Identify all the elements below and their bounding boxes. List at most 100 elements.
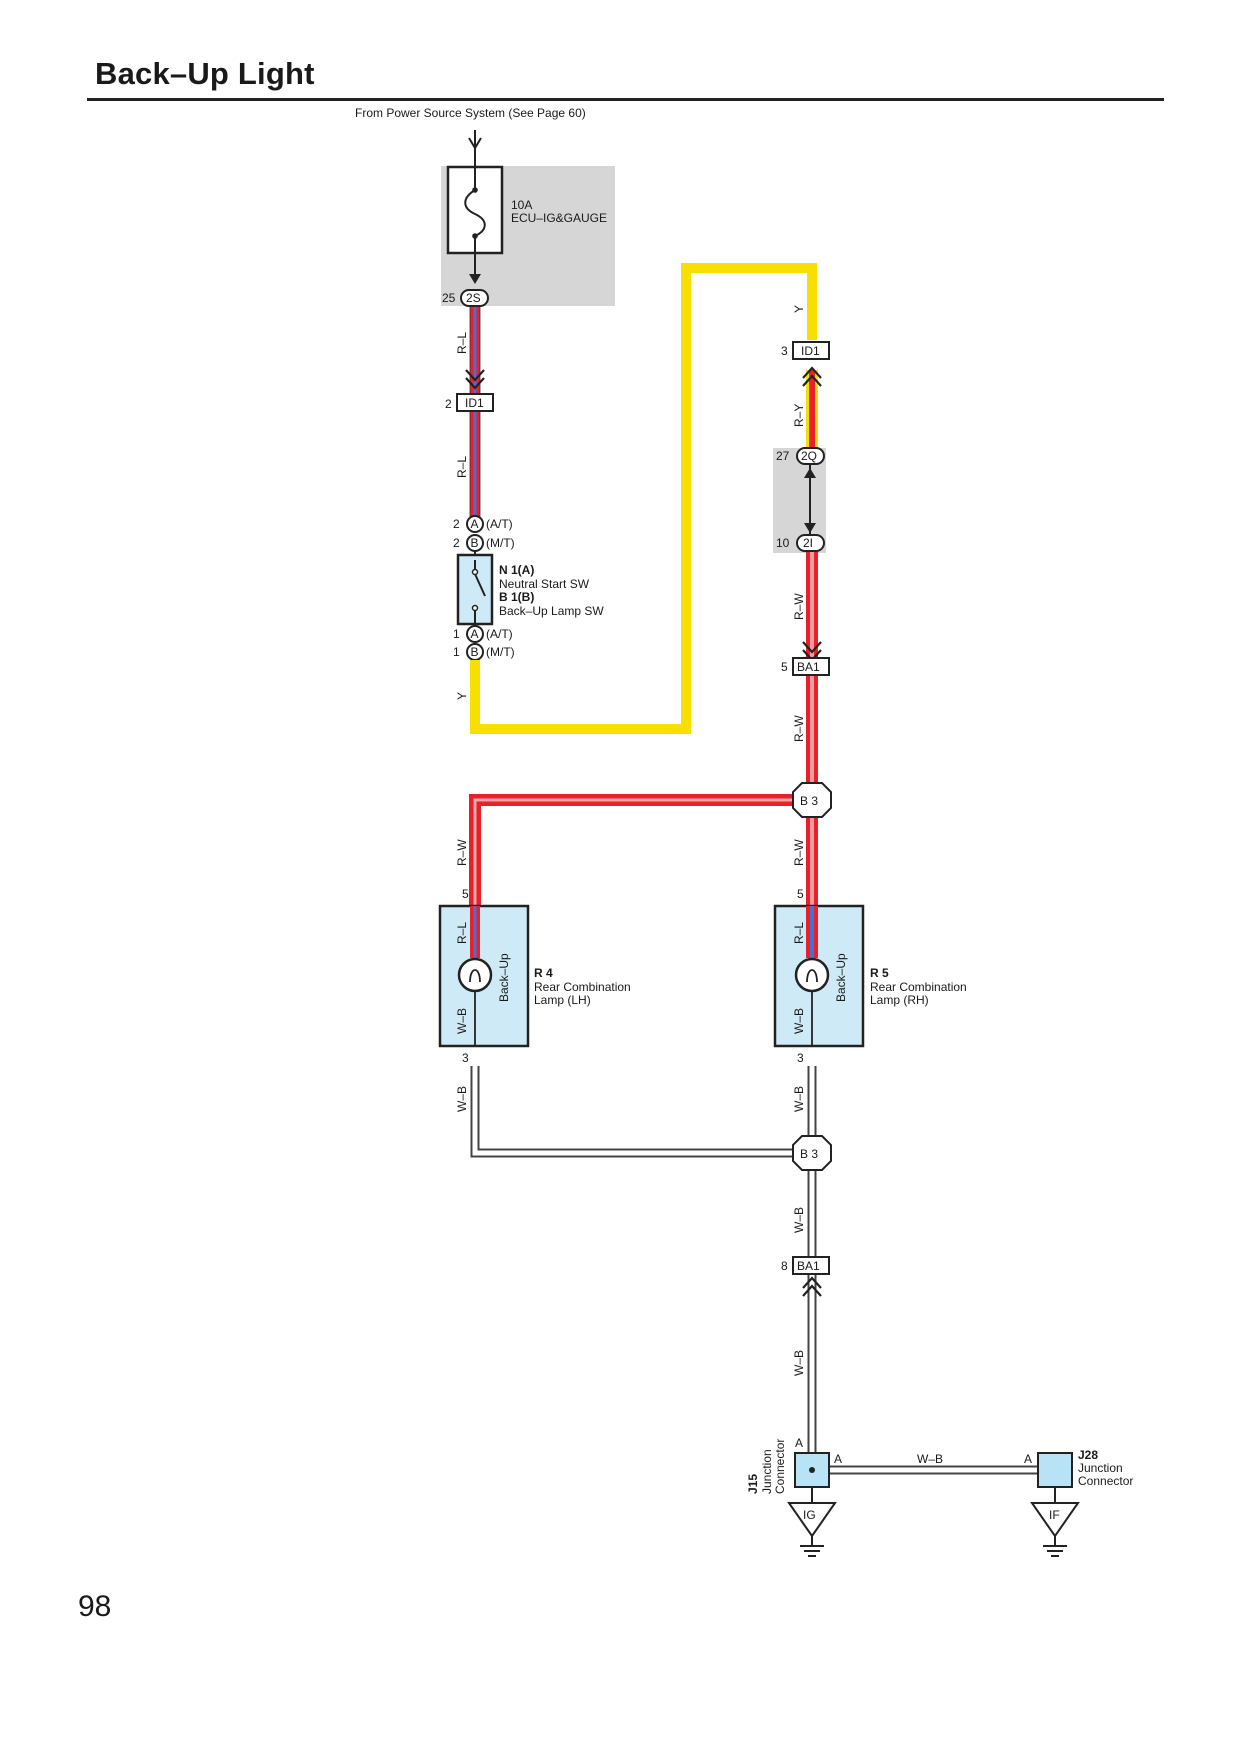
wire-label-wb-left: W–B: [455, 1086, 469, 1112]
svg-text:B 3: B 3: [800, 794, 818, 808]
wire-rw-horizontal: [469, 794, 808, 910]
svg-text:R–L: R–L: [792, 922, 806, 944]
switch-id-b: B 1(B): [499, 590, 534, 604]
svg-text:(A/T): (A/T): [486, 627, 513, 641]
wire-label-ry: R–Y: [792, 404, 806, 427]
svg-text:10: 10: [776, 536, 790, 550]
svg-text:A: A: [471, 517, 479, 531]
svg-text:2I: 2I: [803, 536, 813, 550]
svg-text:Back–Up: Back–Up: [834, 953, 848, 1002]
svg-text:5: 5: [462, 887, 469, 901]
svg-text:3: 3: [797, 1051, 804, 1065]
svg-text:3: 3: [462, 1051, 469, 1065]
j28-id: J28: [1078, 1448, 1098, 1462]
svg-text:2: 2: [453, 536, 460, 550]
wire-label-rw-right: R–W: [792, 839, 806, 866]
j28-name-2: Connector: [1078, 1474, 1133, 1488]
svg-text:BA1: BA1: [797, 1259, 820, 1273]
connector-ba1-top: 5 BA1: [781, 641, 830, 676]
junction-connector-j15: A A IG: [787, 1436, 842, 1557]
wire-label-y-right: Y: [792, 305, 806, 313]
fuse-name: ECU–IG&GAUGE: [511, 211, 607, 225]
wire-label-wb-horiz: W–B: [917, 1452, 943, 1466]
svg-text:3: 3: [781, 344, 788, 358]
svg-text:2S: 2S: [466, 291, 481, 305]
svg-text:5: 5: [781, 660, 788, 674]
connector-id1-left: 2 ID1: [445, 369, 494, 412]
wire-label-rw-2: R–W: [792, 715, 806, 742]
svg-text:(M/T): (M/T): [486, 645, 515, 659]
svg-text:B 3: B 3: [800, 1147, 818, 1161]
switch-id-a: N 1(A): [499, 563, 534, 577]
lamp-lh-name-1: Rear Combination: [534, 980, 631, 994]
svg-text:A: A: [834, 1452, 842, 1466]
svg-text:BA1: BA1: [797, 660, 820, 674]
lamp-rh-name-2: Lamp (RH): [870, 993, 929, 1007]
rear-combination-lamp-lh: 5 R–L W–B Back–Up 3: [438, 887, 530, 1065]
svg-text:2: 2: [445, 397, 452, 411]
lamp-lh-id: R 4: [534, 966, 553, 980]
svg-text:W–B: W–B: [792, 1008, 806, 1034]
connector-b3-top: B 3: [792, 782, 832, 818]
svg-text:A: A: [1024, 1452, 1032, 1466]
svg-text:(M/T): (M/T): [486, 536, 515, 550]
wire-rl-left: [469, 306, 481, 528]
svg-text:B: B: [471, 645, 479, 659]
svg-text:ID1: ID1: [801, 344, 820, 358]
title-rule: [87, 98, 1164, 101]
internal-link: [804, 464, 816, 538]
svg-text:25: 25: [442, 291, 456, 305]
connector-id1-right: 3 ID1: [781, 341, 830, 360]
svg-text:5: 5: [797, 887, 804, 901]
svg-text:1: 1: [453, 645, 460, 659]
connector-ba1-bottom: 8 BA1: [781, 1256, 830, 1297]
svg-text:1: 1: [453, 627, 460, 641]
neutral-start-switch: 2 A (A/T) 2 B (M/T) 1 A (A/T) 1 B (M/T): [453, 515, 515, 661]
wire-label-y-left: Y: [455, 692, 469, 700]
junction-connector-j28: A IF: [1024, 1452, 1080, 1557]
wire-rw-right-main: [806, 552, 818, 910]
wire-label-wb-right: W–B: [792, 1086, 806, 1112]
connector-b3-bottom: B 3: [792, 1135, 832, 1171]
svg-text:IF: IF: [1049, 1508, 1060, 1522]
page-title: Back–Up Light: [95, 56, 315, 91]
svg-text:8: 8: [781, 1259, 788, 1273]
lamp-rh-name-1: Rear Combination: [870, 980, 967, 994]
power-input-arrow: [468, 130, 482, 150]
source-note: From Power Source System (See Page 60): [355, 106, 586, 120]
j15-id: J15: [746, 1474, 760, 1494]
svg-text:A: A: [471, 627, 479, 641]
svg-text:R–L: R–L: [455, 922, 469, 944]
svg-text:27: 27: [776, 449, 790, 463]
lamp-rh-id: R 5: [870, 966, 889, 980]
wire-label-wb-4: W–B: [792, 1350, 806, 1376]
svg-text:2Q: 2Q: [801, 449, 817, 463]
connector-2i: 10 2I: [776, 534, 825, 552]
svg-text:B: B: [471, 536, 479, 550]
svg-text:(A/T): (A/T): [486, 517, 513, 531]
svg-text:2: 2: [453, 517, 460, 531]
svg-text:ID1: ID1: [465, 396, 484, 410]
j15-name-2: Connector: [773, 1439, 787, 1494]
wire-label-wb-3: W–B: [792, 1207, 806, 1233]
fuse-rating: 10A: [511, 198, 532, 212]
svg-text:A: A: [795, 1436, 803, 1450]
wire-label-rw-1: R–W: [792, 593, 806, 620]
switch-name-a: Neutral Start SW: [499, 577, 590, 591]
wire-wb-ground: [470, 1066, 1040, 1475]
wire-label-rl-2: R–L: [455, 456, 469, 478]
page-number: 98: [78, 1590, 112, 1623]
wire-ry: [802, 366, 822, 450]
wire-label-rw-left: R–W: [455, 839, 469, 866]
switch-name-b: Back–Up Lamp SW: [499, 604, 604, 618]
j15-name-1: Junction: [760, 1449, 774, 1494]
fuse: [446, 148, 504, 284]
connector-2s: 25 2S: [442, 289, 489, 307]
connector-2q: 27 2Q: [776, 447, 825, 465]
svg-text:IG: IG: [803, 1508, 816, 1522]
wire-yellow: [470, 263, 817, 734]
svg-text:Back–Up: Back–Up: [497, 953, 511, 1002]
wire-label-rl-1: R–L: [455, 332, 469, 354]
j28-name-1: Junction: [1078, 1461, 1123, 1475]
